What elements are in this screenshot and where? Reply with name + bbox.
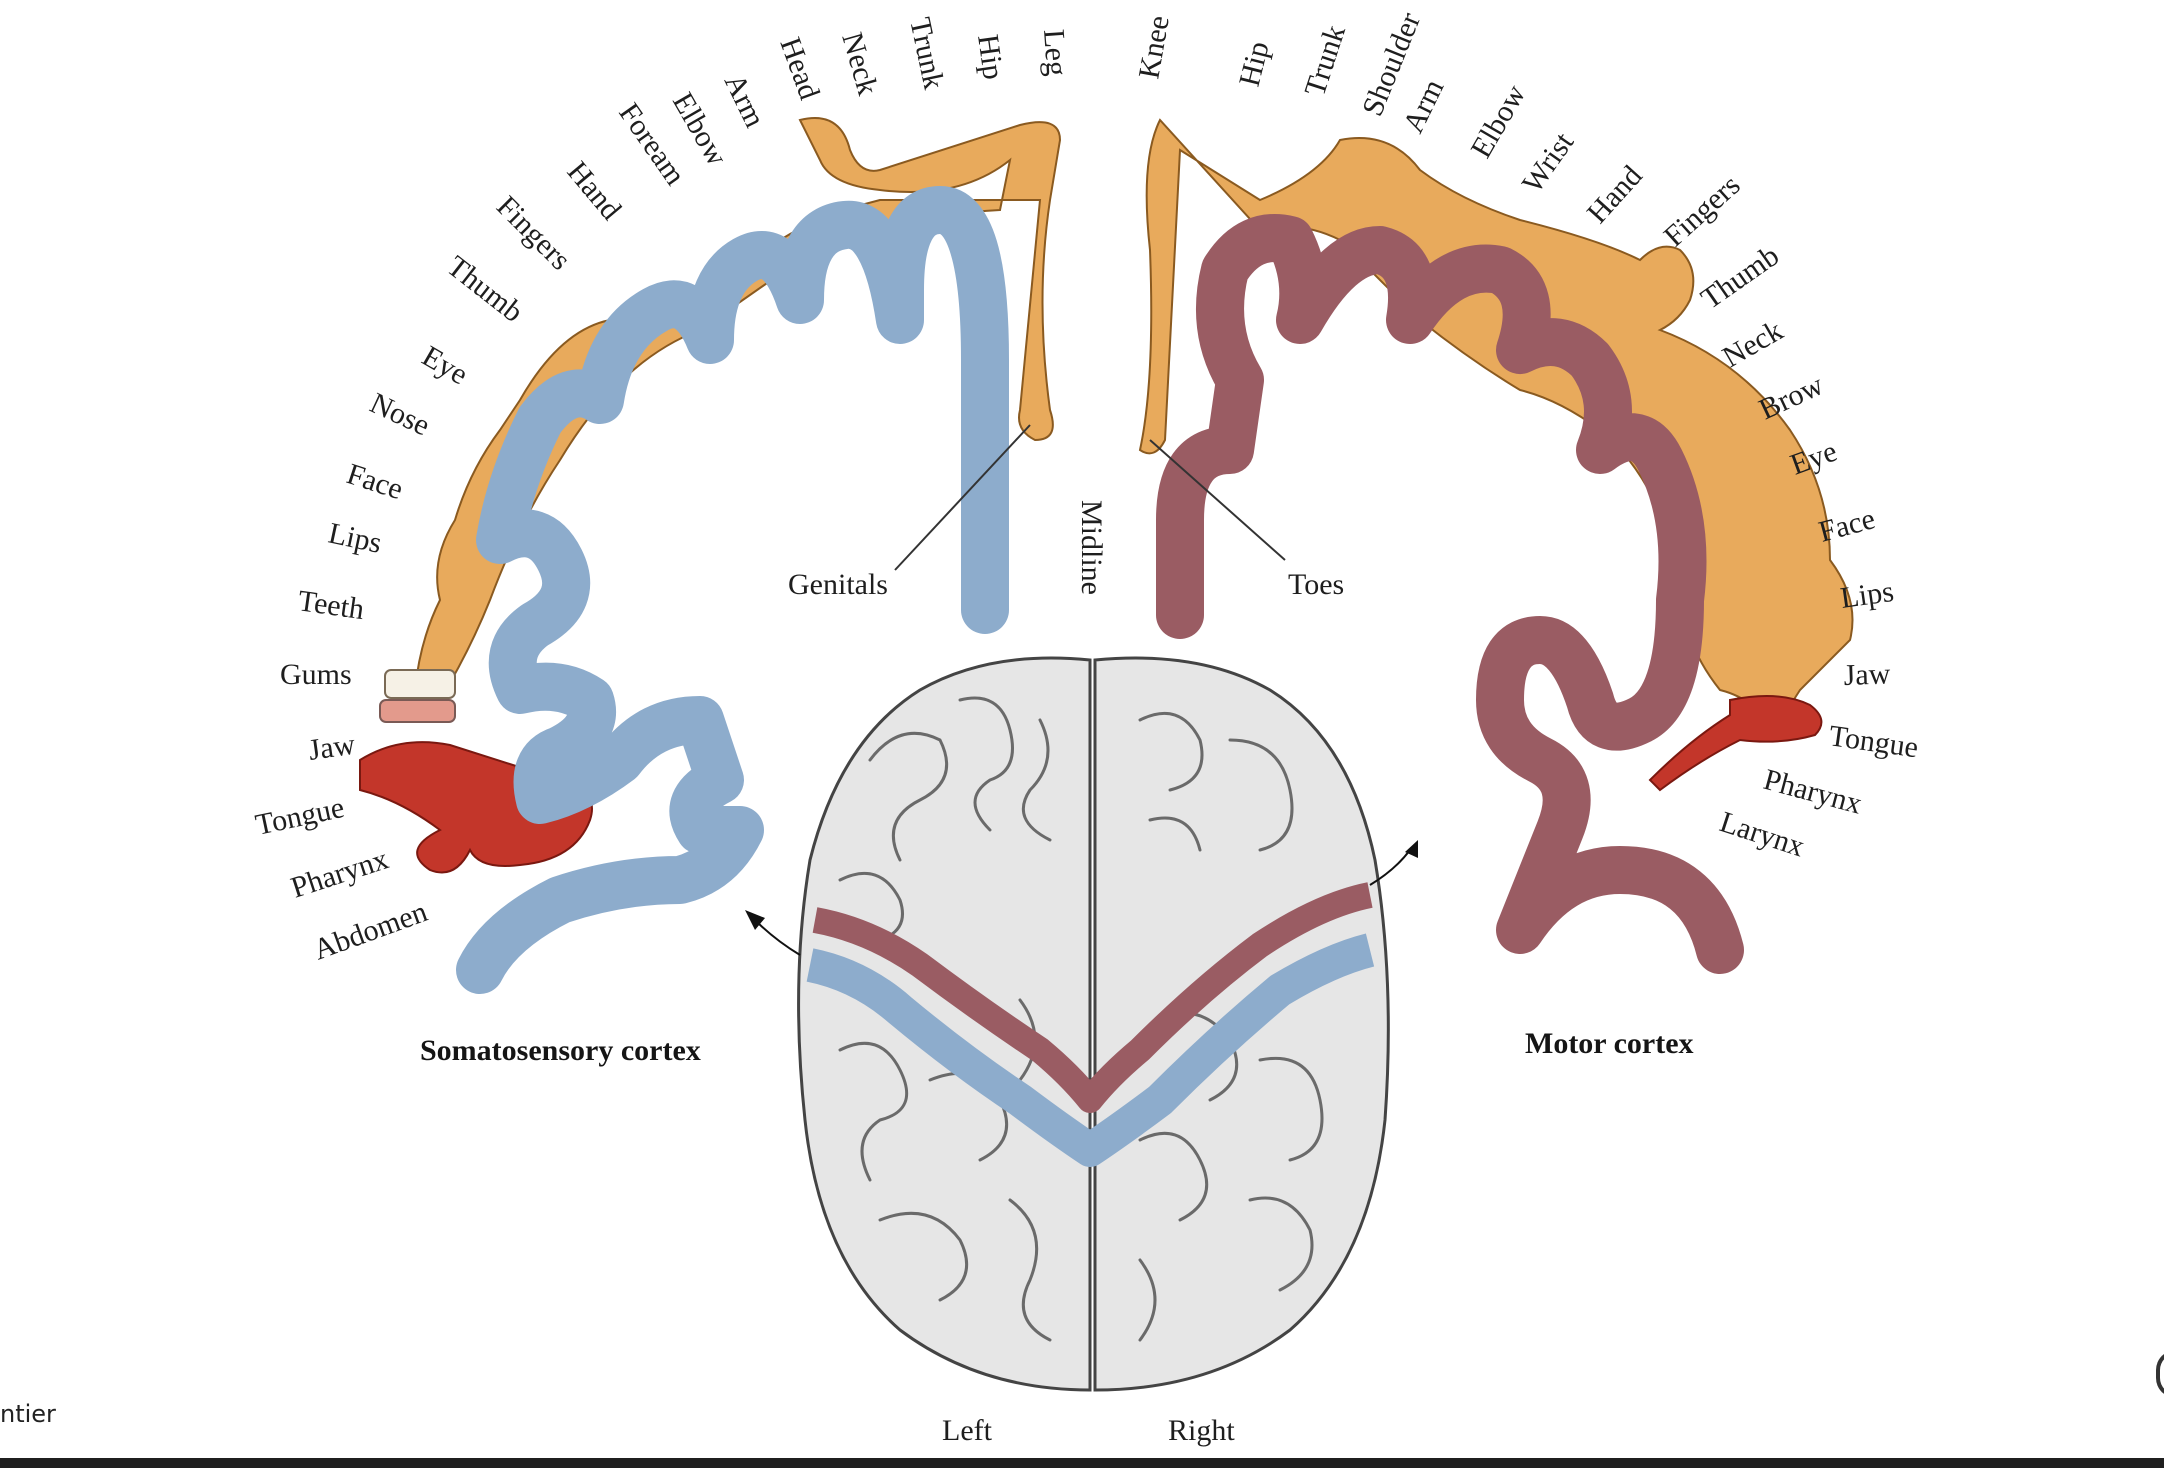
motor-title: Motor cortex [1525,1027,1694,1060]
sensory-label-trunk: Trunk [903,15,950,93]
footer-text: ntier [0,1400,56,1428]
sensory-label-pharynx: Pharynx [287,842,392,904]
motor-label-hip: Hip [1233,38,1276,90]
brain-top-view [745,656,1418,1392]
sensory-label-eye: Eye [417,339,474,391]
sensory-label-arm: Arm [718,69,772,133]
sensory-label-leg: Leg [1037,28,1073,77]
toes-pointer [1149,439,1286,561]
sensory-cortex-strip [456,186,1009,994]
sensory-label-head: Head [773,33,826,104]
arrow-to-sensory [754,919,801,956]
left-label: Left [942,1414,993,1447]
sensory-label-thumb: Thumb [441,250,530,329]
motor-homunculus [1138,118,1854,974]
sensory-label-fingers: Fingers [490,190,577,277]
sensory-label-jaw: Jaw [306,728,357,767]
motor-label-tongue: Tongue [1827,719,1920,764]
right-label: Right [1168,1414,1235,1447]
somatosensory-homunculus [359,117,1062,994]
sensory-label-hand: Hand [561,155,628,226]
motor-label-lips: Lips [1838,575,1895,615]
sensory-label-abdomen: Abdomen [309,895,431,966]
motor-label-wrist: Wrist [1516,126,1581,199]
motor-homunculus-body [1138,118,1854,741]
motor-label-neck: Neck [1717,314,1788,374]
genitals-pointer [894,424,1031,571]
midline-label: Midline [1075,500,1108,595]
sensory-label-teeth: Teeth [296,584,366,626]
sensory-label-gums: Gums [280,658,352,691]
motor-label-jaw: Jaw [1843,657,1891,692]
motor-label-fingers: Fingers [1658,168,1747,253]
sensory-label-genitals: Genitals [788,568,888,601]
motor-label-arm: Arm [1397,74,1451,138]
sensory-label-lips: Lips [326,517,385,560]
motor-label-larynx: Larynx [1716,805,1809,863]
arrow-to-motor [1369,849,1411,886]
motor-label-brow: Brow [1754,368,1829,426]
bottom-bar [0,1458,2164,1468]
motor-label-hand: Hand [1581,159,1649,229]
sensory-label-neck: Neck [835,29,884,99]
sensory-teeth [384,669,456,699]
motor-label-toes: Toes [1288,568,1344,601]
brain-sensory-band [806,933,1375,1167]
motor-cortex-strip [1156,214,1744,974]
motor-label-pharynx: Pharynx [1760,763,1865,821]
motor-label-knee: Knee [1132,13,1175,81]
motor-label-trunk: Trunk [1298,21,1352,100]
motor-label-elbow: Elbow [1464,79,1532,164]
brain-motor-band [812,882,1373,1113]
somatosensory-title: Somatosensory cortex [420,1034,701,1067]
sensory-label-face: Face [343,457,407,506]
sensory-label-nose: Nose [365,386,435,442]
motor-tongue [1648,695,1823,792]
motor-label-thumb: Thumb [1695,239,1785,316]
sensory-label-hip: Hip [971,32,1010,81]
sensory-label-tongue: Tongue [253,791,347,842]
